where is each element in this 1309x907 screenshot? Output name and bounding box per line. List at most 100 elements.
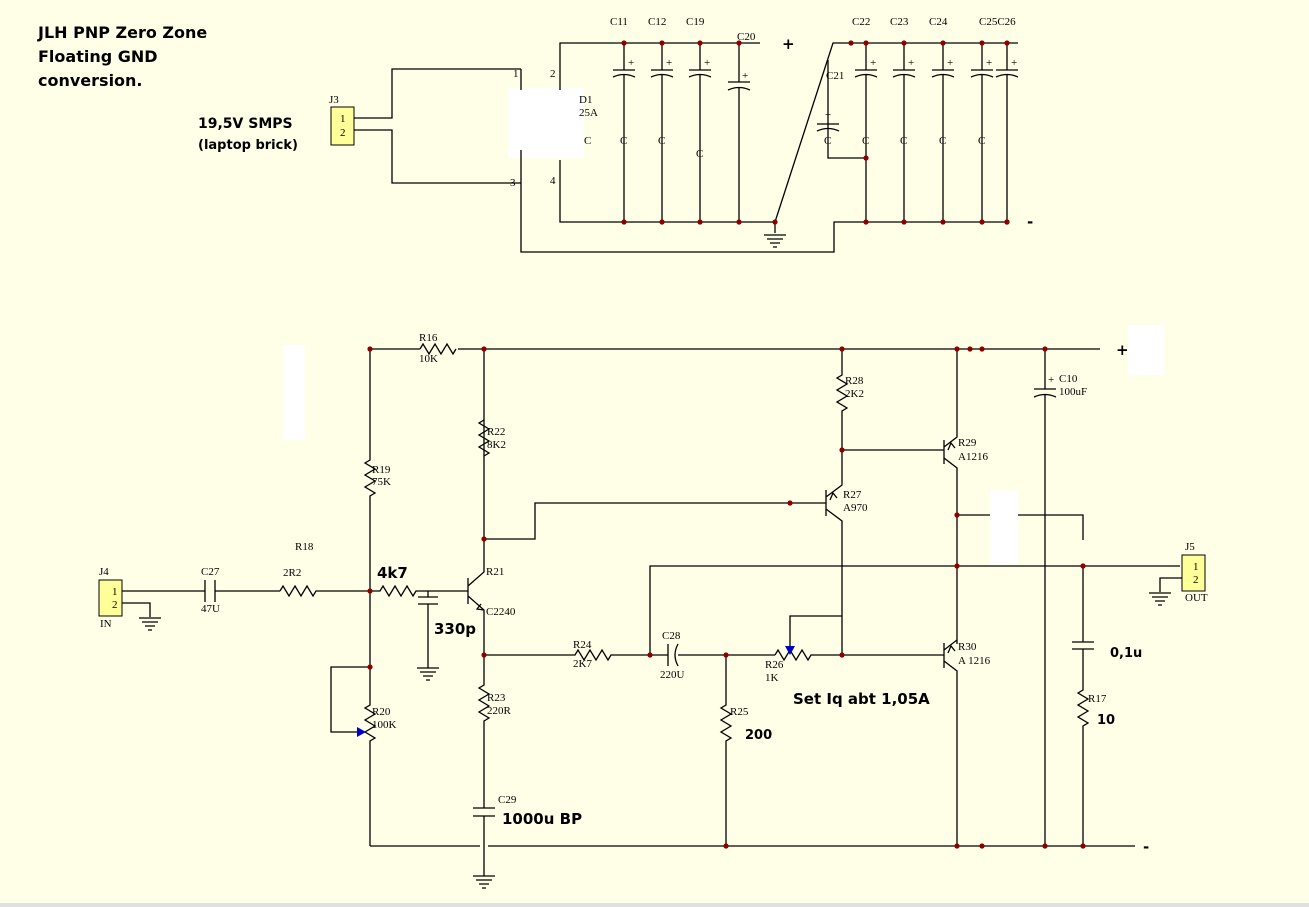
resistor-r19[interactable]: [363, 349, 377, 670]
title-line-2: Floating GND: [38, 47, 158, 66]
capacitor-c26[interactable]: +: [995, 40, 1019, 225]
bridge-c-mark: C: [584, 135, 591, 147]
schematic-title: JLH PNP Zero Zone Floating GND conversio…: [37, 23, 207, 90]
j3-pin-1: 1: [340, 113, 346, 125]
resistor-4k7[interactable]: [370, 584, 468, 598]
connector-j4[interactable]: [98, 579, 123, 617]
rail-positive-left: [559, 42, 760, 69]
capacitor-c10[interactable]: [1033, 349, 1057, 846]
connector-j3[interactable]: [330, 106, 355, 146]
j4-pin-1: 1: [112, 586, 118, 598]
resistor-r18[interactable]: [279, 584, 370, 598]
r27-value: A970: [843, 502, 868, 514]
cap-label-c24: C24: [929, 16, 948, 28]
r22-value: 8K2: [487, 439, 506, 451]
capacitor-c27[interactable]: [204, 580, 216, 602]
ground-symbol-input: [139, 617, 161, 631]
bridge-obscured-area: [508, 88, 584, 158]
j5-ref: J5: [1185, 541, 1195, 553]
bridge-ref: D1: [579, 94, 592, 106]
c10-value: 100uF: [1059, 386, 1087, 398]
psu-capacitor-bank: +C11C+C12C+C19C+C20+C21C+C22C+C23C+C24C+…: [610, 16, 1019, 225]
svg-text:+: +: [870, 57, 876, 69]
capacitor-c20[interactable]: +C20: [727, 31, 756, 225]
r28-value: 2K2: [845, 388, 864, 400]
c10-ref: C10: [1059, 373, 1078, 385]
r21-value: C2240: [486, 606, 516, 618]
transistor-a1216-lower[interactable]: [943, 639, 958, 846]
resistor-r23[interactable]: [477, 655, 491, 808]
bridge-pin-2: 2: [550, 68, 556, 80]
zobel-network[interactable]: [1072, 566, 1094, 846]
rail-ground-return: [520, 183, 1008, 253]
wire-to-r27-base: [484, 502, 790, 540]
r26-wiper-wire: [789, 615, 842, 646]
r30-value: A 1216: [958, 655, 991, 667]
capacitor-c28[interactable]: [667, 643, 775, 667]
r4k7-label: 4k7: [377, 564, 408, 582]
resistor-r25[interactable]: [719, 655, 733, 846]
cap-label-c22: C22: [852, 16, 870, 28]
j5-pin-1: 1: [1193, 561, 1199, 573]
j5-pin-2: 2: [1193, 574, 1199, 586]
transistor-a1216-upper[interactable]: [943, 349, 958, 644]
a1216-upper-arrow: [947, 441, 956, 451]
svg-text:C: C: [862, 135, 869, 147]
c27-value: 47U: [201, 603, 220, 615]
resistor-r22[interactable]: [477, 419, 491, 457]
r22-ref: R22: [487, 426, 505, 438]
svg-text:+: +: [1011, 57, 1017, 69]
r19-ref: R19: [372, 464, 391, 476]
svg-text:C: C: [620, 135, 627, 147]
r20-ref: R20: [372, 706, 391, 718]
potentiometer-r26[interactable]: [774, 648, 944, 662]
svg-text:C: C: [978, 135, 985, 147]
svg-text:+: +: [986, 57, 992, 69]
j4-name: IN: [100, 618, 112, 630]
supply-label-1: 19,5V SMPS: [198, 116, 293, 132]
ground-symbol-output: [1149, 592, 1171, 606]
title-line-1: JLH PNP Zero Zone: [37, 23, 207, 42]
r20-wiper-arrow: [357, 727, 366, 737]
connector-j5[interactable]: [1181, 554, 1206, 592]
r25-value: 200: [745, 728, 772, 743]
amp-junctions: [367, 346, 1086, 849]
title-line-3: conversion.: [38, 71, 143, 90]
cap-label-c19: C19: [686, 16, 705, 28]
svg-text:+: +: [666, 57, 672, 69]
amp-plus-label: +: [1116, 341, 1129, 359]
resistor-r28[interactable]: [835, 349, 849, 450]
capacitor-330p[interactable]: [418, 591, 438, 668]
svg-text:+: +: [908, 57, 914, 69]
rail-crossover: [774, 42, 1018, 223]
bridge-rating: 25A: [579, 107, 598, 119]
wire-j3-pin1: [354, 68, 521, 119]
r26-ref: R26: [765, 659, 784, 671]
cap-label-c20: C20: [737, 31, 756, 43]
resistor-r24[interactable]: [484, 648, 668, 662]
r17-ref: R17: [1088, 693, 1107, 705]
cap-label-c23: C23: [890, 16, 909, 28]
ground-symbol-330p: [417, 667, 439, 681]
j5-name: OUT: [1185, 592, 1208, 604]
c2240-arrow: [475, 603, 485, 611]
r24-ref: R24: [573, 639, 592, 651]
potentiometer-r20[interactable]: [363, 670, 377, 846]
svg-text:+: +: [947, 57, 953, 69]
r24-value: 2K7: [573, 658, 592, 670]
resistor-r16[interactable]: [419, 342, 457, 356]
amp-minus-label: -: [1143, 838, 1149, 856]
j4-pin-2: 2: [112, 599, 118, 611]
transistor-a970[interactable]: [790, 450, 843, 655]
ground-symbol-psu: [764, 234, 786, 248]
capacitor-c29[interactable]: [473, 807, 495, 876]
r16-ref: R16: [419, 332, 438, 344]
